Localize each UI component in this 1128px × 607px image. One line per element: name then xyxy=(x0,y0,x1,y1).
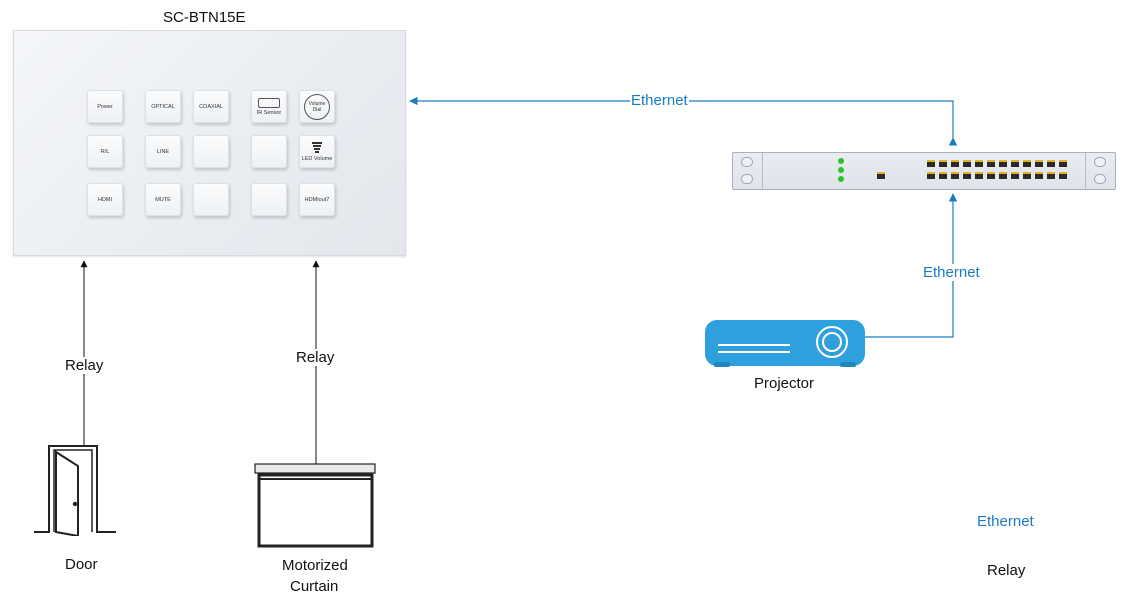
switch-port xyxy=(1047,160,1055,167)
legend-ethernet: Ethernet xyxy=(977,513,1034,530)
switch-port xyxy=(951,172,959,179)
switch-port xyxy=(939,160,947,167)
ir-window-icon xyxy=(258,97,280,108)
switch-port xyxy=(1035,172,1043,179)
projector-icon xyxy=(705,320,865,367)
key-blank-1 xyxy=(193,135,229,168)
key-blank-3 xyxy=(193,183,229,216)
switch-led-3 xyxy=(838,176,844,182)
switch-led-1 xyxy=(838,158,844,164)
ethernet-label-right: Ethernet xyxy=(922,264,981,281)
keypad-panel: Power OPTICAL COAXIAL IR Sensor Volume D… xyxy=(13,30,406,256)
switch-port xyxy=(963,172,971,179)
switch-port xyxy=(999,160,1007,167)
switch-led-2 xyxy=(838,167,844,173)
switch-port xyxy=(939,172,947,179)
switch-port xyxy=(987,160,995,167)
projector-label: Projector xyxy=(754,375,815,392)
panel-title: SC-BTN15E xyxy=(163,9,246,26)
curtain-screen-icon xyxy=(254,463,376,548)
key-coaxial: COAXIAL xyxy=(193,90,229,123)
switch-port xyxy=(927,172,935,179)
key-line: LINE xyxy=(145,135,181,168)
dial-icon: Volume Dial xyxy=(304,93,330,120)
relay-label-door: Relay xyxy=(64,357,105,374)
key-led-volume-label: LED Volume xyxy=(301,156,333,162)
network-switch xyxy=(732,152,1116,190)
key-hdmi: HDMI xyxy=(87,183,123,216)
switch-port xyxy=(975,160,983,167)
switch-port xyxy=(1011,160,1019,167)
switch-port xyxy=(1023,172,1031,179)
key-rl: R/L xyxy=(87,135,123,168)
key-led-volume: LED Volume xyxy=(299,135,335,168)
relay-label-curtain: Relay xyxy=(295,349,336,366)
key-mute: MUTE xyxy=(145,183,181,216)
key-ir-sensor: IR Sensor xyxy=(251,90,287,123)
switch-port xyxy=(1059,172,1067,179)
curtain-label-line2: Curtain xyxy=(290,578,339,595)
key-blank-4 xyxy=(251,183,287,216)
switch-ear-right xyxy=(1085,153,1115,189)
switch-uplink-port xyxy=(877,172,885,179)
switch-port xyxy=(963,160,971,167)
switch-port xyxy=(927,160,935,167)
key-volume-dial: Volume Dial xyxy=(299,90,335,123)
switch-port xyxy=(975,172,983,179)
switch-port xyxy=(987,172,995,179)
key-power: Power xyxy=(87,90,123,123)
led-bars-icon xyxy=(312,141,322,154)
switch-port xyxy=(1047,172,1055,179)
switch-port xyxy=(1035,160,1043,167)
door-label: Door xyxy=(65,556,98,573)
key-blank-2 xyxy=(251,135,287,168)
key-optical: OPTICAL xyxy=(145,90,181,123)
switch-port xyxy=(1059,160,1067,167)
curtain-label-line1: Motorized xyxy=(282,557,348,574)
ethernet-line-projector-switch xyxy=(864,193,958,338)
switch-port xyxy=(1023,160,1031,167)
switch-port xyxy=(1011,172,1019,179)
switch-port xyxy=(999,172,1007,179)
switch-port xyxy=(951,160,959,167)
switch-ear-left xyxy=(733,153,763,189)
key-hdmi-out: HDMIout7 xyxy=(299,183,335,216)
key-ir-sensor-label: IR Sensor xyxy=(256,109,282,116)
door-icon xyxy=(34,445,116,536)
legend-relay: Relay xyxy=(987,562,1026,579)
key-volume-dial-label: Volume Dial xyxy=(308,100,326,113)
ethernet-label-top: Ethernet xyxy=(630,92,689,109)
ethernet-line-panel-switch xyxy=(409,96,958,146)
